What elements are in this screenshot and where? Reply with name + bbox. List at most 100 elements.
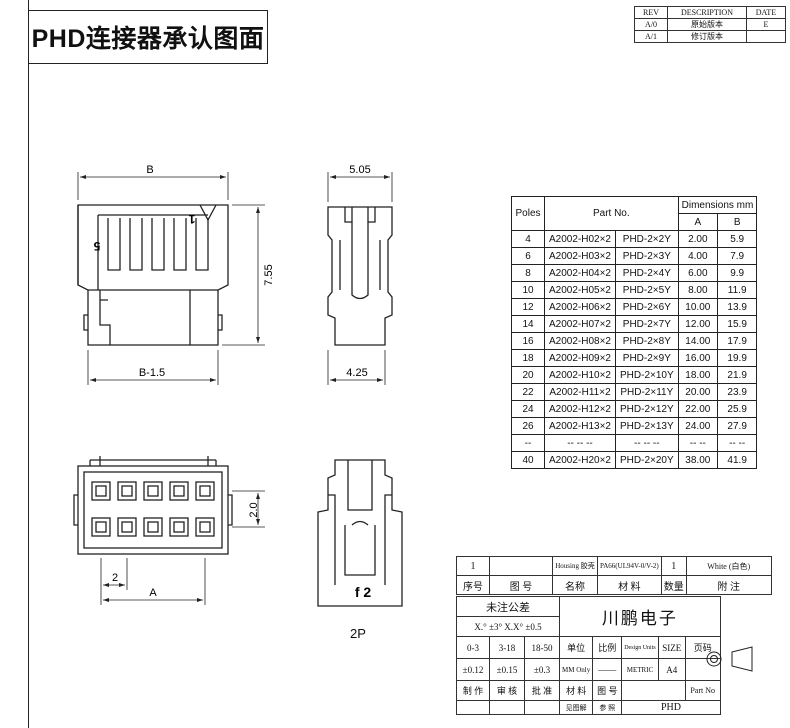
table-cell: PHD-2×3Y — [615, 247, 679, 265]
dim-b-label: B — [146, 164, 153, 176]
table-cell: A2002-H03×2 — [544, 247, 616, 265]
table-cell: A2002-H07×2 — [544, 315, 616, 333]
tolerance-1: ±0.15 — [489, 658, 525, 681]
revision-table: REV DESCRIPTION DATE A/0 原始版本 E A/1 修订版本 — [634, 6, 786, 43]
table-cell: 9.9 — [716, 264, 758, 282]
table-cell: PHD-2×7Y — [615, 315, 679, 333]
role-approver: 批 准 — [524, 680, 560, 701]
table-cell: PHD-2×11Y — [615, 383, 679, 401]
bom-col-drawing: 图 号 — [489, 575, 553, 595]
table-cell: 18.00 — [677, 366, 718, 384]
page-title: PHD连接器承认图面 — [28, 10, 268, 64]
metric-value: METRIC — [621, 658, 659, 681]
tolerance-title: 未注公差 — [456, 596, 560, 617]
role-reviewer: 审 核 — [489, 680, 525, 701]
dim-b15-label: B-1.5 — [139, 367, 165, 379]
drawing-sheet — [28, 0, 790, 728]
dim-20-label: 2.0 — [248, 502, 260, 517]
table-cell: 8.00 — [677, 281, 718, 299]
table-cell: 22.00 — [677, 400, 718, 418]
part-no-header: Part No. — [544, 196, 679, 231]
table-cell: 17.9 — [716, 332, 758, 350]
bom-note: White (白色) — [685, 556, 772, 576]
rev-desc-cell: 原始版本 — [667, 18, 747, 31]
table-cell: 5.9 — [716, 230, 758, 248]
table-cell: 4 — [511, 230, 545, 248]
bom-qty: 1 — [660, 556, 687, 576]
table-cell: 13.9 — [716, 298, 758, 316]
table-cell: 21.9 — [716, 366, 758, 384]
table-cell: A2002-H08×2 — [544, 332, 616, 350]
table-cell: A2002-H04×2 — [544, 264, 616, 282]
bom-col-name: 名称 — [552, 575, 598, 595]
pin-mark-1: 1 — [188, 212, 195, 226]
table-cell: PHD-2×8Y — [615, 332, 679, 350]
table-cell: A2002-H10×2 — [544, 366, 616, 384]
table-cell: A2002-H20×2 — [544, 451, 616, 469]
part-no-label: Part No — [684, 680, 721, 701]
table-cell: 18 — [511, 349, 545, 367]
table-cell: PHD-2×2Y — [615, 230, 679, 248]
rev-cell: A/0 — [634, 18, 668, 31]
side-view — [327, 206, 393, 346]
table-cell: -- — [511, 434, 545, 452]
table-cell: 8 — [511, 264, 545, 282]
dim-425-label: 4.25 — [346, 367, 367, 379]
table-cell: PHD-2×12Y — [615, 400, 679, 418]
dim-755-label: 7.55 — [263, 264, 275, 285]
table-cell: 22 — [511, 383, 545, 401]
table-cell: 24.00 — [677, 417, 718, 435]
pin-count-label: 2P — [350, 626, 366, 641]
table-cell: 26 — [511, 417, 545, 435]
bom-col-qty: 数量 — [660, 575, 687, 595]
company-name: 川鹏电子 — [559, 596, 721, 637]
tolerance-2: ±0.3 — [524, 658, 560, 681]
table-cell: 4.00 — [677, 247, 718, 265]
table-cell: A2002-H02×2 — [544, 230, 616, 248]
projection-symbol-icon — [706, 646, 753, 672]
table-cell: PHD-2×5Y — [615, 281, 679, 299]
tolerance-block: 未注公差 川鹏电子 X.° ±3° X.X° ±0.5 0-3 3-18 18-… — [456, 596, 721, 715]
tolerance-0: ±0.12 — [456, 658, 490, 681]
size-value: A4 — [657, 658, 686, 681]
table-cell: 20.00 — [677, 383, 718, 401]
rev-desc-cell: 修订版本 — [667, 30, 747, 43]
col-b-header: B — [716, 213, 758, 231]
bottom-view — [73, 456, 233, 555]
part-value: PHD — [621, 700, 721, 715]
date-header: DATE — [746, 6, 786, 19]
table-cell: 20 — [511, 366, 545, 384]
table-cell: 14 — [511, 315, 545, 333]
table-cell: A2002-H13×2 — [544, 417, 616, 435]
scale-value: —— — [592, 658, 623, 681]
table-cell: 41.9 — [716, 451, 758, 469]
table-cell: 19.9 — [716, 349, 758, 367]
table-cell: 16 — [511, 332, 545, 350]
range-0: 0-3 — [456, 636, 490, 659]
bom-index: 1 — [456, 556, 490, 576]
tolerance-angle: X.° ±3° X.X° ±0.5 — [456, 616, 560, 637]
table-cell: -- -- -- — [615, 434, 679, 452]
drawing-no-label: 图 号 — [592, 680, 623, 701]
unit-label: 单位 — [558, 636, 594, 659]
end-mark-f2: f 2 — [355, 584, 372, 600]
table-cell: 10 — [511, 281, 545, 299]
table-cell: 14.00 — [677, 332, 718, 350]
table-cell: A2002-H11×2 — [544, 383, 616, 401]
table-cell: A2002-H05×2 — [544, 281, 616, 299]
table-cell: 25.9 — [716, 400, 758, 418]
bom-col-note: 附 注 — [685, 575, 772, 595]
front-view — [77, 204, 229, 346]
rev-header: REV — [634, 6, 668, 19]
scale-label: 比例 — [592, 636, 623, 659]
dim-a-label: A — [149, 587, 157, 599]
